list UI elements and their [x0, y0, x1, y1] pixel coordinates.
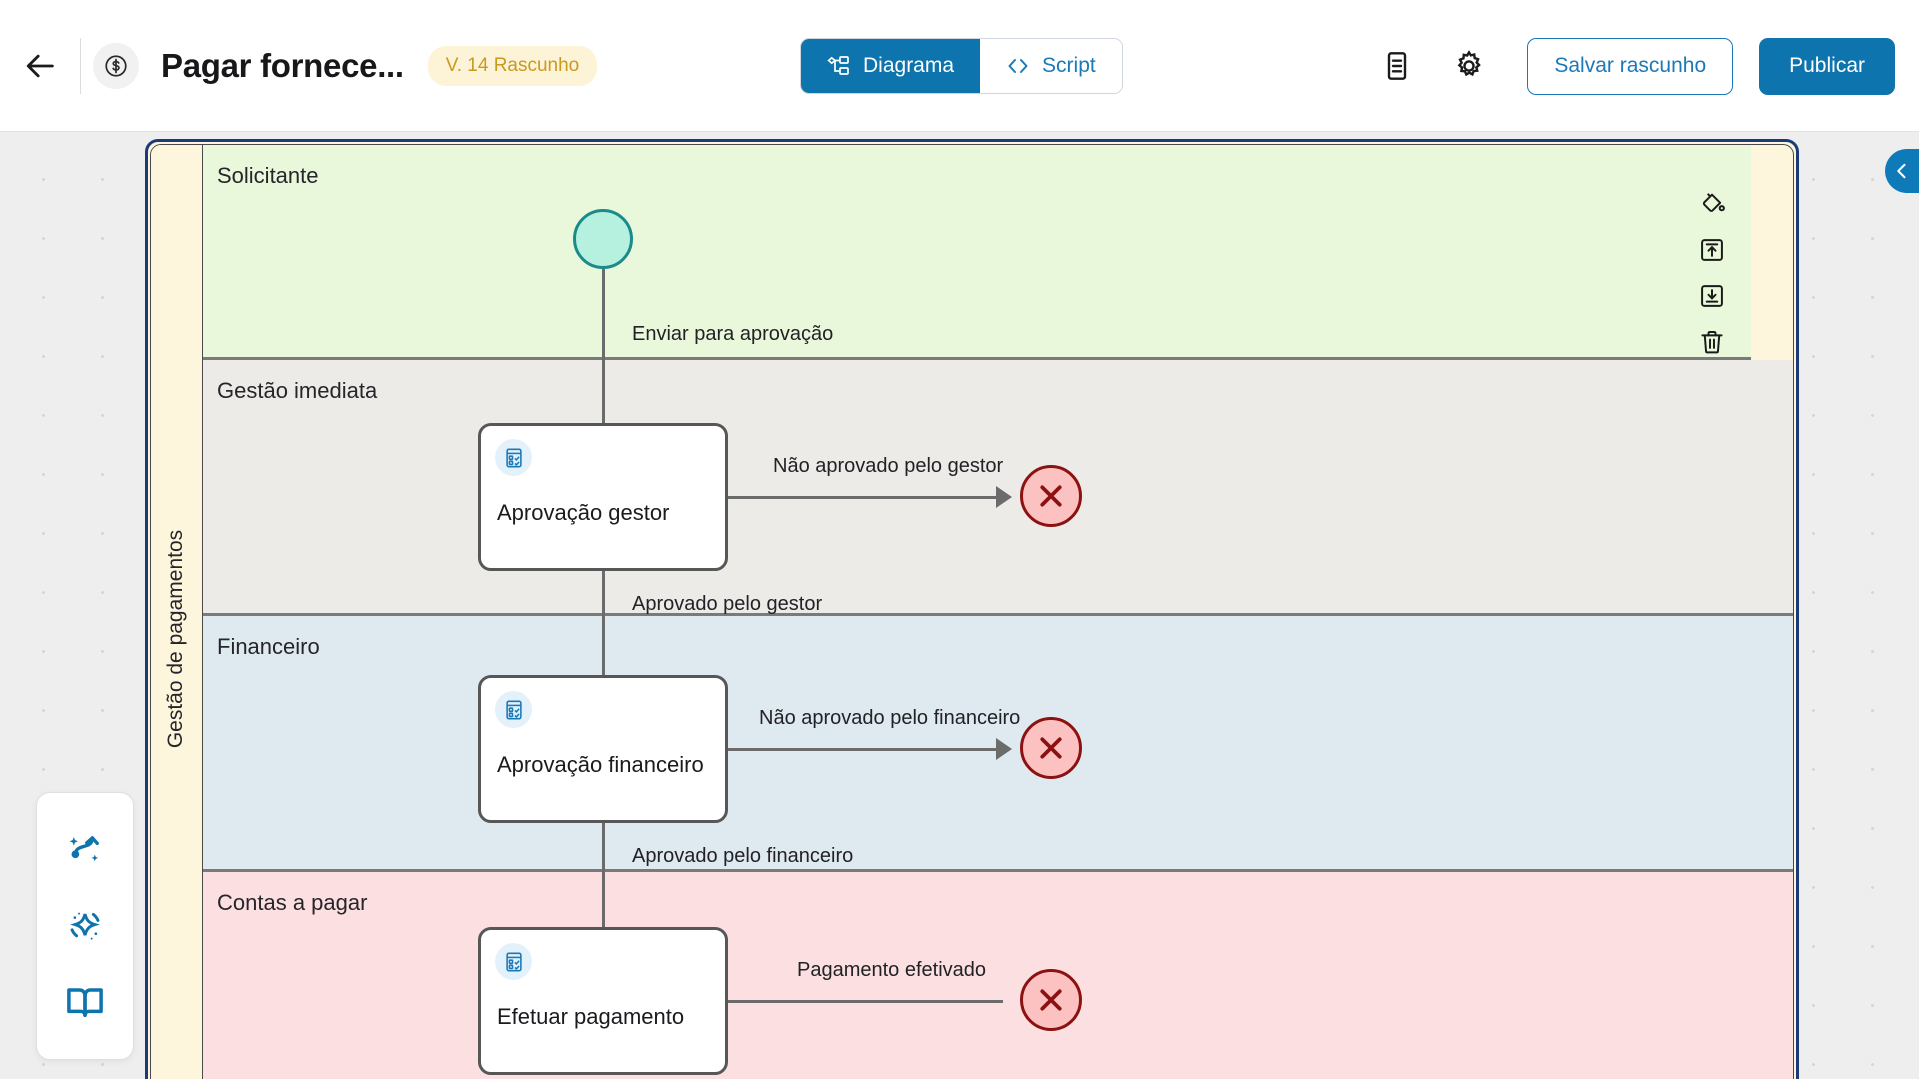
tab-diagrama-label: Diagrama: [863, 54, 955, 77]
edge-start-to-task1[interactable]: [602, 269, 605, 519]
header-actions: Salvar rascunho Publicar: [1369, 0, 1919, 132]
edge-task3-to-end3[interactable]: [728, 1000, 1003, 1003]
ai-assistant-button[interactable]: [62, 903, 108, 949]
edge-task2-to-end2-arrowhead: [996, 738, 1012, 760]
edge-label-nao-aprovado-pelo-gestor: Não aprovado pelo gestor: [773, 455, 1004, 477]
edge-task2-to-end2[interactable]: [728, 748, 1003, 751]
diagram-icon: [827, 56, 849, 75]
edge-label-enviar-para-aprovacao: Enviar para aprovação: [632, 323, 834, 345]
save-draft-button[interactable]: Salvar rascunho: [1527, 37, 1734, 95]
view-mode-toggle: Diagrama Script: [800, 38, 1123, 94]
save-draft-label: Salvar rascunho: [1554, 54, 1707, 77]
lane-toolbar: [1695, 187, 1729, 359]
end-event-pagamento-efetivado[interactable]: [1020, 969, 1082, 1031]
task-aprovacao-financeiro-label: Aprovação financeiro: [497, 752, 704, 777]
edge-label-aprovado-pelo-gestor: Aprovado pelo gestor: [632, 593, 823, 615]
lane-container: Solicitante: [203, 145, 1793, 1079]
edge-task1-to-end1[interactable]: [728, 496, 1003, 499]
settings-button[interactable]: [1441, 38, 1497, 94]
start-event-node[interactable]: [573, 209, 633, 269]
insert-lane-above-button[interactable]: [1695, 233, 1729, 267]
publish-button[interactable]: Publicar: [1759, 37, 1895, 95]
end-event-nao-aprovado-gestor[interactable]: [1020, 465, 1082, 527]
back-button[interactable]: [14, 39, 68, 93]
left-floating-toolbar: [36, 792, 134, 1060]
edge-label-aprovado-pelo-financeiro: Aprovado pelo financeiro: [632, 845, 854, 867]
task-efetuar-pagamento-label: Efetuar pagamento: [497, 1004, 685, 1029]
auto-flow-button[interactable]: [62, 826, 108, 872]
task-aprovacao-gestor-label: Aprovação gestor: [497, 500, 670, 525]
gear-icon: [1458, 50, 1482, 77]
ai-sparkle-icon: [70, 912, 100, 940]
end-event-nao-aprovado-financeiro[interactable]: [1020, 717, 1082, 779]
tab-script[interactable]: Script: [980, 39, 1122, 93]
pool-gestao-de-pagamentos[interactable]: Gestão de pagamentos Solicitante: [145, 139, 1799, 1079]
chevron-left-icon: [1897, 163, 1906, 179]
insert-lane-below-button[interactable]: [1695, 279, 1729, 313]
documentation-button[interactable]: [62, 980, 108, 1026]
lane-contas-a-pagar[interactable]: Contas a pagar: [203, 872, 1793, 1079]
app-header: Pagar fornece... V. 14 Rascunho Diagrama…: [0, 0, 1919, 132]
arrow-left-icon: [26, 54, 54, 77]
form-task-icon: [495, 691, 532, 728]
close-x-icon: [1040, 989, 1062, 1011]
tab-diagrama[interactable]: Diagrama: [801, 39, 981, 93]
form-task-icon: [495, 439, 532, 476]
auto-flow-icon: [69, 836, 99, 862]
task-aprovacao-gestor[interactable]: Aprovação gestor: [478, 423, 728, 571]
lane-financeiro-title: Financeiro: [217, 634, 320, 659]
header-divider: [80, 37, 81, 94]
task-aprovacao-financeiro[interactable]: Aprovação financeiro: [478, 675, 728, 823]
insert-lane-above-icon: [1701, 239, 1723, 261]
lane-solicitante-title: Solicitante: [217, 163, 319, 188]
form-task-icon: [495, 943, 532, 980]
pool-inner: Gestão de pagamentos Solicitante: [150, 144, 1794, 1079]
close-x-icon: [1040, 485, 1062, 507]
paint-bucket-button[interactable]: [1695, 187, 1729, 221]
paint-bucket-icon: [1702, 193, 1725, 212]
insert-lane-below-icon: [1701, 285, 1723, 307]
close-x-icon: [1040, 737, 1062, 759]
lane-solicitante[interactable]: Solicitante: [203, 145, 1751, 360]
book-icon: [67, 987, 103, 1017]
trash-icon: [1701, 330, 1723, 354]
lane-contas-a-pagar-title: Contas a pagar: [217, 890, 368, 915]
pool-label: Gestão de pagamentos: [151, 145, 203, 1079]
document-list-icon: [1388, 52, 1407, 80]
edge-label-nao-aprovado-pelo-financeiro: Não aprovado pelo financeiro: [759, 707, 1021, 729]
dollar-circle-icon: [93, 42, 139, 89]
code-brackets-icon: [1008, 59, 1028, 73]
notes-button[interactable]: [1369, 38, 1425, 94]
delete-lane-button[interactable]: [1695, 325, 1729, 359]
collapse-panel-button[interactable]: [1885, 149, 1919, 193]
tab-script-label: Script: [1042, 54, 1096, 77]
version-badge: V. 14 Rascunho: [427, 45, 598, 86]
diagram-canvas[interactable]: Gestão de pagamentos Solicitante: [0, 132, 1919, 1079]
edge-label-pagamento-efetivado: Pagamento efetivado: [797, 959, 987, 981]
task-efetuar-pagamento[interactable]: Efetuar pagamento: [478, 927, 728, 1075]
pool-label-text: Gestão de pagamentos: [164, 529, 188, 749]
publish-label: Publicar: [1789, 54, 1865, 77]
page-title: Pagar fornece...: [161, 46, 404, 84]
edge-task1-to-end1-arrowhead: [996, 486, 1012, 508]
lane-gestao-imediata-title: Gestão imediata: [217, 378, 378, 403]
